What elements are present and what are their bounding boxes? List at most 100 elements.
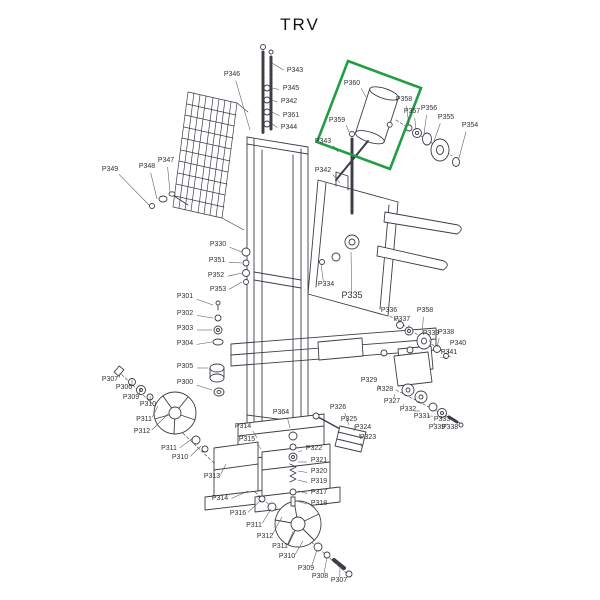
pedal-assembly: [312, 412, 367, 453]
leader-line: [429, 339, 431, 343]
leader-line: [393, 394, 395, 399]
leader-line: [323, 557, 328, 574]
leader-line: [402, 404, 404, 407]
part-label-p333: P333: [434, 416, 450, 423]
leader-line: [179, 437, 194, 449]
highlight-box: [315, 59, 423, 171]
leader-line: [196, 341, 213, 345]
part-label-p334: P334: [318, 281, 334, 288]
leader-line: [358, 433, 361, 439]
leader-line: [294, 540, 304, 555]
part-label-p325: P325: [341, 416, 357, 423]
leader-line: [235, 80, 251, 131]
upper-fork: [383, 211, 462, 235]
diagram-title: TRV: [280, 15, 320, 34]
part-label-p339: P339: [429, 424, 445, 431]
center-wheel-assembly: [254, 491, 353, 579]
leader-line: [344, 413, 350, 426]
fork-carriage: [307, 171, 462, 317]
part-label-p360: P360: [344, 80, 360, 87]
part-label-p341: P341: [441, 349, 457, 356]
leader-line: [350, 251, 352, 294]
part-label-p311: P311: [246, 522, 262, 529]
part-label-p342: P342: [315, 167, 331, 174]
part-label-p355: P355: [438, 114, 454, 121]
part-label-p314: P314: [212, 495, 228, 502]
part-label-p318: P318: [311, 500, 327, 507]
part-label-p342: P342: [281, 98, 297, 105]
part-label-p359: P359: [329, 117, 345, 124]
leader-line: [247, 499, 262, 513]
leader-line: [231, 490, 249, 499]
hydraulic-cylinder: [335, 86, 399, 181]
part-label-p319: P319: [311, 478, 327, 485]
leader-line: [167, 166, 171, 193]
part-label-p331: P331: [414, 413, 430, 420]
part-label-p338: P338: [442, 424, 458, 431]
part-label-p309: P309: [123, 394, 139, 401]
part-label-p358: P358: [396, 96, 412, 103]
part-label-p332: P332: [400, 406, 416, 413]
leader-line: [151, 413, 169, 431]
leader-line: [320, 263, 324, 282]
leader-line: [414, 117, 417, 131]
part-label-p361: P361: [283, 112, 299, 119]
part-label-p316: P316: [230, 510, 246, 517]
left-wheel-assembly: [113, 365, 215, 464]
leader-line: [433, 123, 441, 142]
part-label-p312: P312: [257, 533, 273, 540]
part-label-p311: P311: [161, 445, 177, 452]
backrest-grid: [172, 91, 249, 231]
part-label-p348: P348: [139, 163, 155, 170]
leader-line: [271, 87, 280, 90]
part-label-p309: P309: [298, 565, 314, 572]
leader-line: [297, 490, 308, 494]
hardware-column: [288, 431, 298, 507]
leader-line: [271, 123, 278, 128]
part-label-p310: P310: [279, 553, 295, 560]
leader-line: [345, 125, 350, 133]
leader-line: [229, 281, 243, 290]
leader-line: [311, 549, 318, 566]
leader-line: [458, 131, 467, 159]
part-label-p320: P320: [311, 468, 327, 475]
part-label-p364: P364: [273, 409, 289, 416]
base-frame: [230, 327, 437, 373]
part-label-p323: P323: [360, 434, 376, 441]
leader-line: [138, 387, 142, 396]
part-label-p338: P338: [438, 329, 454, 336]
leader-line: [396, 315, 400, 324]
leader-line: [190, 445, 202, 457]
misc-hardware: [149, 191, 225, 397]
part-label-p335: P335: [341, 290, 362, 300]
part-label-p301: P301: [177, 293, 193, 300]
part-label-p304: P304: [177, 340, 193, 347]
leader-line: [433, 422, 436, 425]
part-label-p337: P337: [394, 316, 410, 323]
leader-line: [261, 508, 272, 524]
part-label-p327: P327: [384, 398, 400, 405]
leader-line: [287, 531, 294, 545]
leader-line: [252, 430, 258, 439]
part-label-p314: P314: [235, 423, 251, 430]
leader-line: [436, 338, 440, 348]
part-label-p351: P351: [209, 257, 225, 264]
leader-line: [406, 105, 410, 126]
spring: [289, 463, 297, 483]
part-label-p307: P307: [102, 376, 118, 383]
leader-line: [150, 172, 158, 200]
leader-layer: [118, 61, 467, 578]
part-label-p310: P310: [140, 401, 156, 408]
leader-line: [118, 174, 151, 207]
part-label-p344: P344: [281, 124, 297, 131]
lower-fork: [376, 245, 448, 271]
part-label-p339: P339: [423, 330, 439, 337]
part-label-p321: P321: [311, 457, 327, 464]
part-label-p354: P354: [462, 122, 478, 129]
part-label-p353: P353: [210, 286, 226, 293]
part-label-p336: P336: [381, 307, 397, 314]
leader-line: [269, 61, 285, 71]
part-label-p324: P324: [355, 424, 371, 431]
part-label-p326: P326: [330, 404, 346, 411]
leader-line: [360, 442, 363, 448]
